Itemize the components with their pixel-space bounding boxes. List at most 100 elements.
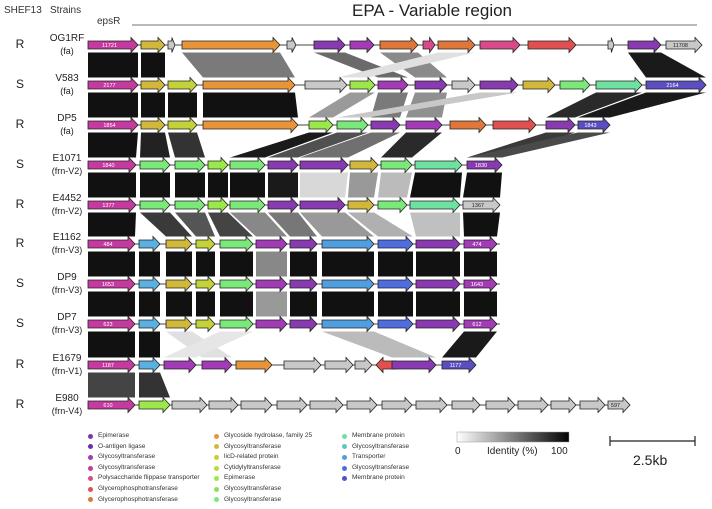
strain-name: E1071 bbox=[52, 153, 82, 164]
legend-item: O-antigen ligase bbox=[88, 442, 200, 453]
similarity-band bbox=[628, 52, 706, 78]
similarity-band bbox=[175, 172, 205, 198]
resistance-label: S bbox=[15, 316, 24, 330]
similarity-band bbox=[88, 212, 136, 237]
gene-arrow bbox=[321, 275, 375, 293]
gene-locus-label: 1843 bbox=[584, 123, 596, 129]
gene-arrow bbox=[202, 116, 299, 134]
gene-arrow bbox=[87, 275, 136, 293]
legend-swatch bbox=[214, 433, 219, 439]
similarity-band bbox=[164, 331, 253, 358]
identity-min-label: 0 bbox=[455, 446, 461, 457]
strain-type: (fa) bbox=[60, 46, 74, 56]
gene-arrow bbox=[463, 275, 498, 293]
similarity-band bbox=[378, 291, 413, 317]
similarity-band bbox=[88, 372, 135, 398]
gene-arrow bbox=[550, 396, 577, 414]
strain-label: OG1RF(fa) bbox=[39, 33, 95, 57]
gene-locus-label: 1653 bbox=[102, 282, 114, 288]
scale-label: 2.5kb bbox=[633, 452, 668, 468]
similarity-band bbox=[168, 92, 197, 118]
similarity-band bbox=[140, 132, 170, 158]
similarity-band bbox=[220, 251, 253, 277]
gene-arrow bbox=[195, 275, 216, 293]
gene-arrow bbox=[336, 116, 369, 134]
strain-type: (frn-V4) bbox=[51, 406, 83, 416]
gene-arrow bbox=[267, 196, 299, 214]
gene-locus-label: 1187 bbox=[102, 363, 114, 369]
gene-arrow bbox=[313, 36, 346, 54]
gene-arrow bbox=[522, 76, 556, 94]
strain-name: E4452 bbox=[52, 193, 82, 204]
gene-arrow bbox=[409, 196, 461, 214]
strain-label: E1071(frn-V2) bbox=[39, 153, 95, 177]
gene-arrow bbox=[415, 235, 461, 253]
similarity-band bbox=[175, 212, 215, 237]
gene-arrow bbox=[607, 396, 631, 414]
gene-arrow bbox=[441, 356, 477, 374]
resistance-label: R bbox=[15, 357, 25, 371]
legend-label: Glycosyltransferase bbox=[98, 453, 156, 461]
legend-label: Membrane protein bbox=[352, 432, 405, 439]
legend-item: Glycosyltransferase bbox=[342, 463, 409, 474]
gene-arrow bbox=[87, 396, 136, 414]
column-header-shef13: SHEF13 bbox=[4, 5, 42, 16]
gene-arrow bbox=[87, 196, 137, 214]
gene-arrow bbox=[627, 36, 662, 54]
identity-max-label: 100 bbox=[551, 446, 568, 457]
similarity-band bbox=[416, 251, 460, 277]
strain-name: V583 bbox=[55, 73, 79, 84]
gene-arrow bbox=[545, 116, 576, 134]
strain-label: E4452(frn-V2) bbox=[39, 193, 95, 217]
legend-item: Epimerase bbox=[88, 431, 200, 442]
figure-title: EPA - Variable region bbox=[352, 1, 513, 20]
legend-label: Glycosyltransferase bbox=[224, 442, 282, 450]
gene-arrow bbox=[240, 396, 273, 414]
similarity-band bbox=[141, 92, 165, 118]
similarity-band bbox=[546, 92, 642, 118]
gene-arrow bbox=[201, 356, 233, 374]
similarity-band bbox=[140, 212, 192, 237]
gene-arrow bbox=[391, 356, 437, 374]
gene-arrow bbox=[463, 235, 498, 253]
gene-arrow bbox=[414, 76, 448, 94]
gene-locus-label: 2164 bbox=[666, 83, 678, 89]
gene-arrow bbox=[167, 116, 198, 134]
gene-arrow bbox=[645, 76, 707, 94]
similarity-band bbox=[230, 132, 333, 158]
similarity-band bbox=[268, 212, 317, 237]
legend-item: Glycosyltransferase bbox=[342, 442, 409, 453]
legend-swatch bbox=[342, 465, 347, 471]
legend-item: Glycerophosphotransferase bbox=[88, 495, 200, 506]
legend-label: licD-related protein bbox=[224, 453, 279, 461]
gene-locus-label: 1854 bbox=[103, 123, 115, 129]
gene-arrow bbox=[138, 275, 161, 293]
gene-arrow bbox=[138, 235, 161, 253]
gene-arrow bbox=[321, 235, 375, 253]
gene-arrow bbox=[208, 396, 239, 414]
gene-arrow bbox=[485, 396, 516, 414]
legend-item: licD-related protein bbox=[214, 452, 312, 463]
gene-arrow bbox=[346, 396, 378, 414]
gene-arrow bbox=[255, 315, 288, 333]
similarity-band bbox=[88, 132, 138, 158]
similarity-band bbox=[578, 92, 706, 118]
gene-arrow bbox=[219, 275, 254, 293]
similarity-band bbox=[88, 251, 135, 277]
legend-swatch bbox=[342, 454, 347, 460]
strain-type: (frn-V3) bbox=[51, 325, 83, 335]
legend-item: Glycosyltransferase bbox=[214, 484, 312, 495]
gene-arrow bbox=[492, 116, 537, 134]
resistance-label: R bbox=[15, 197, 25, 211]
gene-locus-label: 11708 bbox=[673, 43, 688, 49]
strain-label: E1679(frn-V1) bbox=[39, 353, 95, 377]
gene-arrow bbox=[87, 76, 139, 94]
legend-item: Epimerase bbox=[214, 473, 312, 484]
legend-label: Glycerophosphotransferase bbox=[98, 484, 178, 492]
resistance-label: S bbox=[15, 276, 24, 290]
gene-arrow bbox=[377, 275, 414, 293]
gene-arrow bbox=[354, 356, 373, 374]
gene-locus-label: 610 bbox=[103, 403, 112, 409]
gene-arrow bbox=[289, 235, 318, 253]
